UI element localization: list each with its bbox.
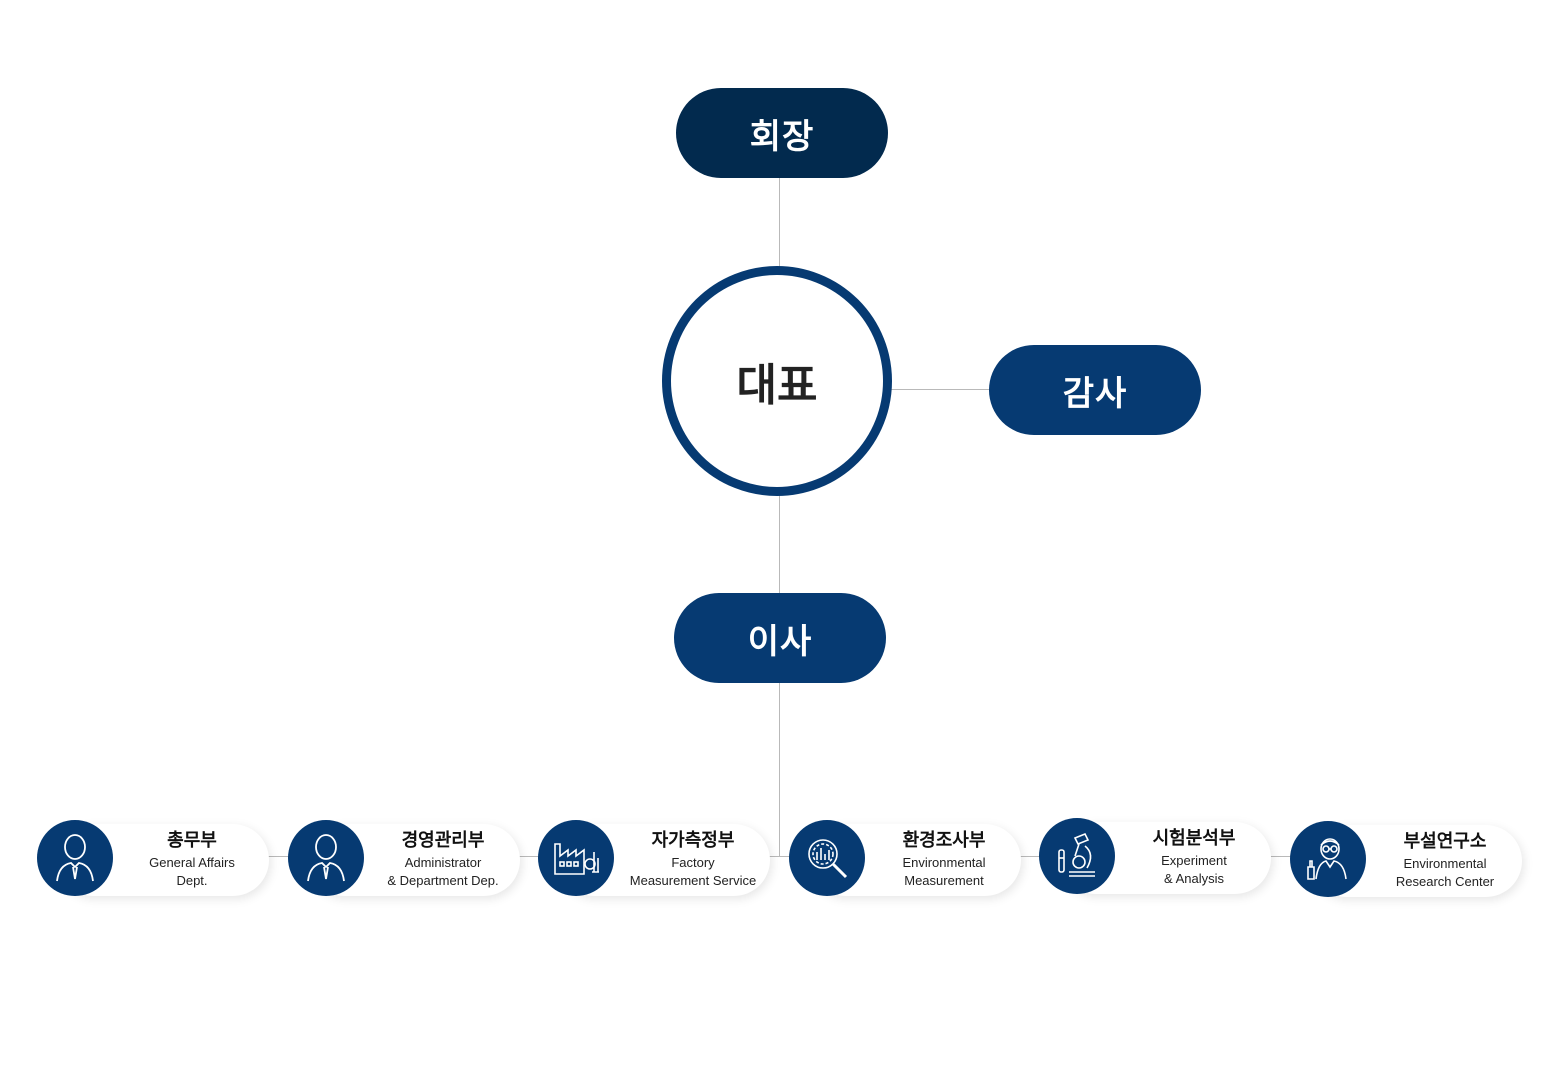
dept-name-ko: 자가측정부 xyxy=(651,830,735,851)
dept-name-en-line1: Environmental xyxy=(902,855,986,870)
scientist-icon xyxy=(1290,821,1366,897)
connector-director-departments xyxy=(779,682,780,856)
director-label: 이사 xyxy=(747,621,813,662)
dept-environmental-measurement: 환경조사부 Environmental Measurement xyxy=(789,820,1023,896)
ceo-label: 대표 xyxy=(736,360,818,411)
magnifier-chart-icon xyxy=(789,820,865,896)
dept-experiment-analysis: 시험분석부 Experiment & Analysis xyxy=(1039,818,1273,894)
dept-name-ko: 경영관리부 xyxy=(401,830,485,851)
dept-name-ko: 환경조사부 xyxy=(902,830,986,851)
dept-name-ko: 시험분석부 xyxy=(1152,828,1236,849)
person-tie-icon xyxy=(288,820,364,896)
dept-name-en-line1: Factory xyxy=(671,855,715,870)
dept-name-ko: 총무부 xyxy=(167,830,217,851)
dept-name-en-line1: Experiment xyxy=(1161,853,1227,868)
ceo-node: 대표 xyxy=(662,266,892,496)
dept-name-en-line2: Dept. xyxy=(176,873,208,888)
chairman-label: 회장 xyxy=(749,116,815,157)
person-tie-icon xyxy=(37,820,113,896)
auditor-node: 감사 xyxy=(989,345,1201,435)
dept-name-ko: 부설연구소 xyxy=(1403,831,1487,852)
chairman-node: 회장 xyxy=(676,88,888,178)
connector-chairman-ceo xyxy=(779,176,780,268)
dept-name-en-line2: & Department Dep. xyxy=(387,873,499,888)
dept-factory-measurement: 자가측정부 Factory Measurement Service xyxy=(538,820,772,896)
dept-research-center: 부설연구소 Environmental Research Center xyxy=(1290,821,1524,897)
dept-name-en-line2: Measurement Service xyxy=(629,873,757,888)
dept-name-en-line2: & Analysis xyxy=(1164,871,1224,886)
connector-ceo-director xyxy=(779,494,780,594)
factory-icon xyxy=(538,820,614,896)
dept-name-en-line2: Research Center xyxy=(1395,874,1495,889)
microscope-icon xyxy=(1039,818,1115,894)
dept-name-en-line1: Environmental xyxy=(1403,856,1487,871)
auditor-label: 감사 xyxy=(1062,373,1128,414)
director-node: 이사 xyxy=(674,593,886,683)
connector-ceo-auditor xyxy=(888,389,990,390)
dept-administration: 경영관리부 Administrator & Department Dep. xyxy=(288,820,522,896)
dept-general-affairs: 총무부 General Affairs Dept. xyxy=(37,820,271,896)
dept-name-en-line1: Administrator xyxy=(404,855,482,870)
dept-name-en-line1: General Affairs xyxy=(149,855,235,870)
dept-name-en-line2: Measurement xyxy=(904,873,984,888)
connector-departments-bus xyxy=(260,856,1300,857)
